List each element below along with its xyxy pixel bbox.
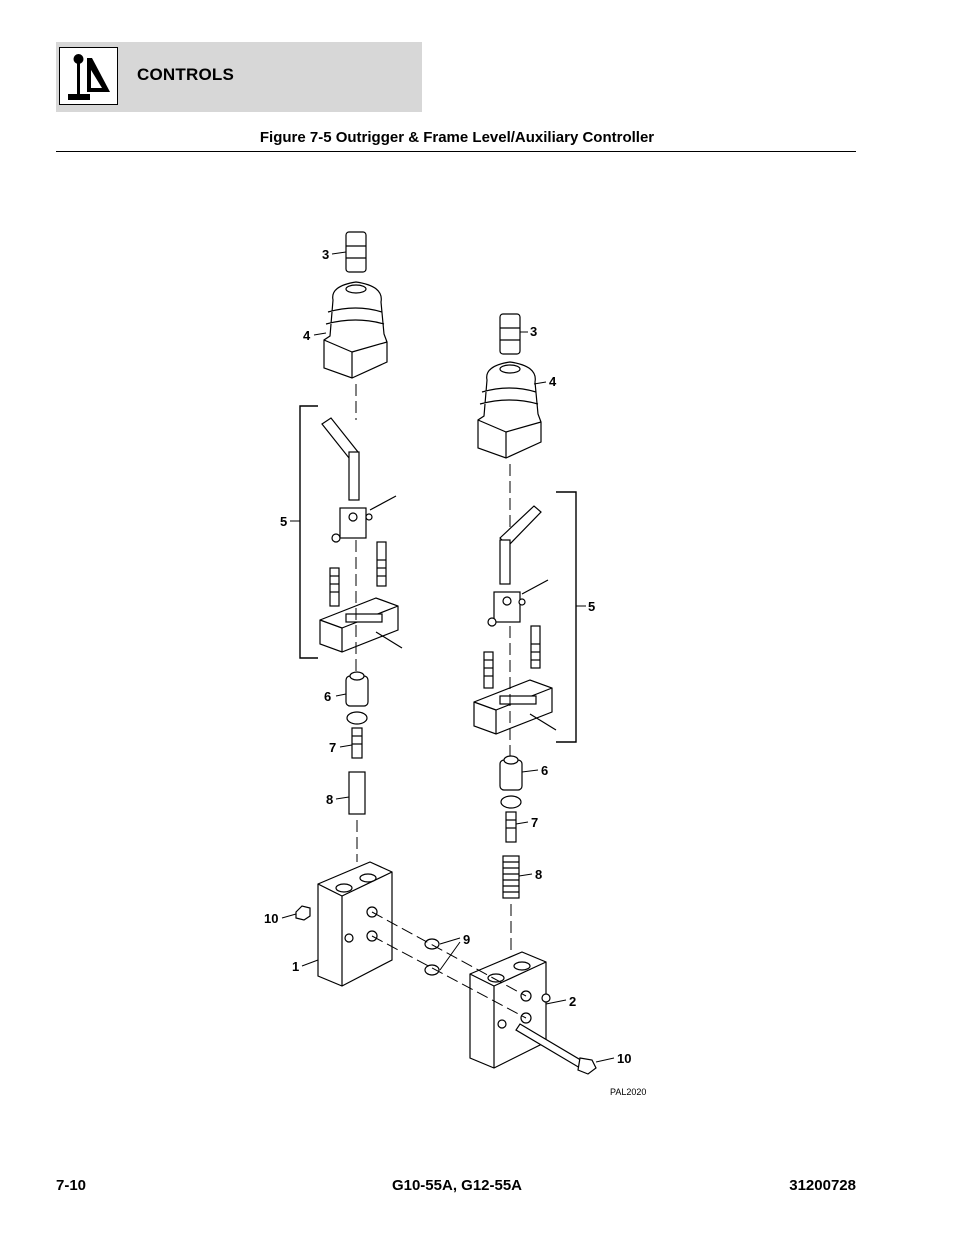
callout-8-right: 8 [535,867,542,882]
callout-4-left: 4 [303,328,311,343]
model-numbers: G10-55A, G12-55A [391,1177,523,1194]
callout-7-left: 7 [329,740,336,755]
o-ring-lower [424,964,440,976]
callout-3-left: 3 [322,247,329,262]
callout-10-left: 10 [264,911,278,926]
callout-3-right: 3 [530,324,537,339]
callout-5-right: 5 [588,599,595,614]
valve-body-left [295,861,393,987]
lever-assembly-right [473,505,557,735]
callout-5-left: 5 [280,514,287,529]
callout-2-right: 2 [569,994,576,1009]
lever-assembly-left [319,417,403,653]
boot-right [477,361,542,459]
callout-6-left: 6 [324,689,331,704]
page-number: 7-10 [56,1177,87,1194]
document-number: 31200728 [789,1177,856,1194]
figure-title: Figure 7-5 Outrigger & Frame Level/Auxil… [259,129,655,146]
valve-parts-left [345,671,369,815]
header-rule [56,151,856,152]
drawing-code: PAL2020 [610,1087,646,1097]
knob-right [499,313,521,355]
valve-body-right [469,951,597,1075]
callout-9-shared: 9 [463,932,470,947]
callout-8-left: 8 [326,792,333,807]
callout-7-right: 7 [531,815,538,830]
knob-left [345,231,367,273]
boot-left [323,281,388,379]
section-title: CONTROLS [137,65,234,84]
callout-4-right: 4 [549,374,557,389]
callout-1-left: 1 [292,959,299,974]
callout-6-right: 6 [541,763,548,778]
callout-10-right: 10 [617,1051,631,1066]
joystick-control-icon [59,47,118,105]
valve-parts-right [499,755,523,899]
